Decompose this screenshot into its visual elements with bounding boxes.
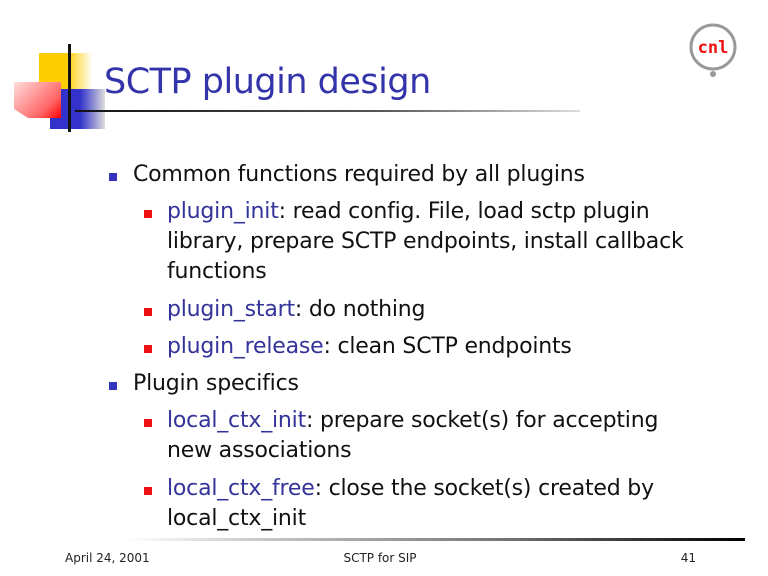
bullet-icon <box>109 382 117 390</box>
keyword: local_ctx_init <box>167 408 306 433</box>
sub-bullet-plugin-release: plugin_release: clean SCTP endpoints <box>167 334 572 359</box>
slide-title: SCTP plugin design <box>104 62 431 102</box>
bullet-common-functions: Common functions required by all plugins <box>133 162 585 187</box>
footer-divider <box>125 538 745 541</box>
keyword: plugin_release <box>167 334 324 359</box>
text: : read config. File, load sctp plugin <box>278 199 650 224</box>
bullet-plugin-specifics: Plugin specifics <box>133 371 299 396</box>
sub-bullet-local-ctx-free: local_ctx_free: close the socket(s) crea… <box>167 476 654 501</box>
sub-bullet-icon <box>144 210 152 218</box>
sub-bullet-icon <box>144 487 152 495</box>
svg-text:cnl: cnl <box>698 38 729 58</box>
cnl-logo: cnl <box>688 22 738 77</box>
footer-title: SCTP for SIP <box>343 551 417 565</box>
keyword: plugin_init <box>167 199 279 224</box>
page-number: 41 <box>680 551 696 565</box>
keyword: plugin_start <box>167 297 295 322</box>
sub-bullet-icon <box>144 345 152 353</box>
text-line: new associations <box>167 438 352 463</box>
sub-bullet-local-ctx-init: local_ctx_init: prepare socket(s) for ac… <box>167 408 658 433</box>
bullet-icon <box>109 173 117 181</box>
sub-bullet-plugin-start: plugin_start: do nothing <box>167 297 426 322</box>
text: : clean SCTP endpoints <box>323 334 572 359</box>
text: : do nothing <box>294 297 426 322</box>
sub-bullet-icon <box>144 419 152 427</box>
text: : close the socket(s) created by <box>314 476 654 501</box>
keyword: local_ctx_free <box>167 476 315 501</box>
title-underline <box>75 110 580 112</box>
sub-bullet-plugin-init: plugin_init: read config. File, load sct… <box>167 199 650 224</box>
text-line: functions <box>167 259 267 284</box>
text: : prepare socket(s) for accepting <box>306 408 659 433</box>
text-line: local_ctx_init <box>167 506 306 531</box>
text-line: library, prepare SCTP endpoints, install… <box>167 229 684 254</box>
footer-date: April 24, 2001 <box>65 551 150 565</box>
sub-bullet-icon <box>144 308 152 316</box>
